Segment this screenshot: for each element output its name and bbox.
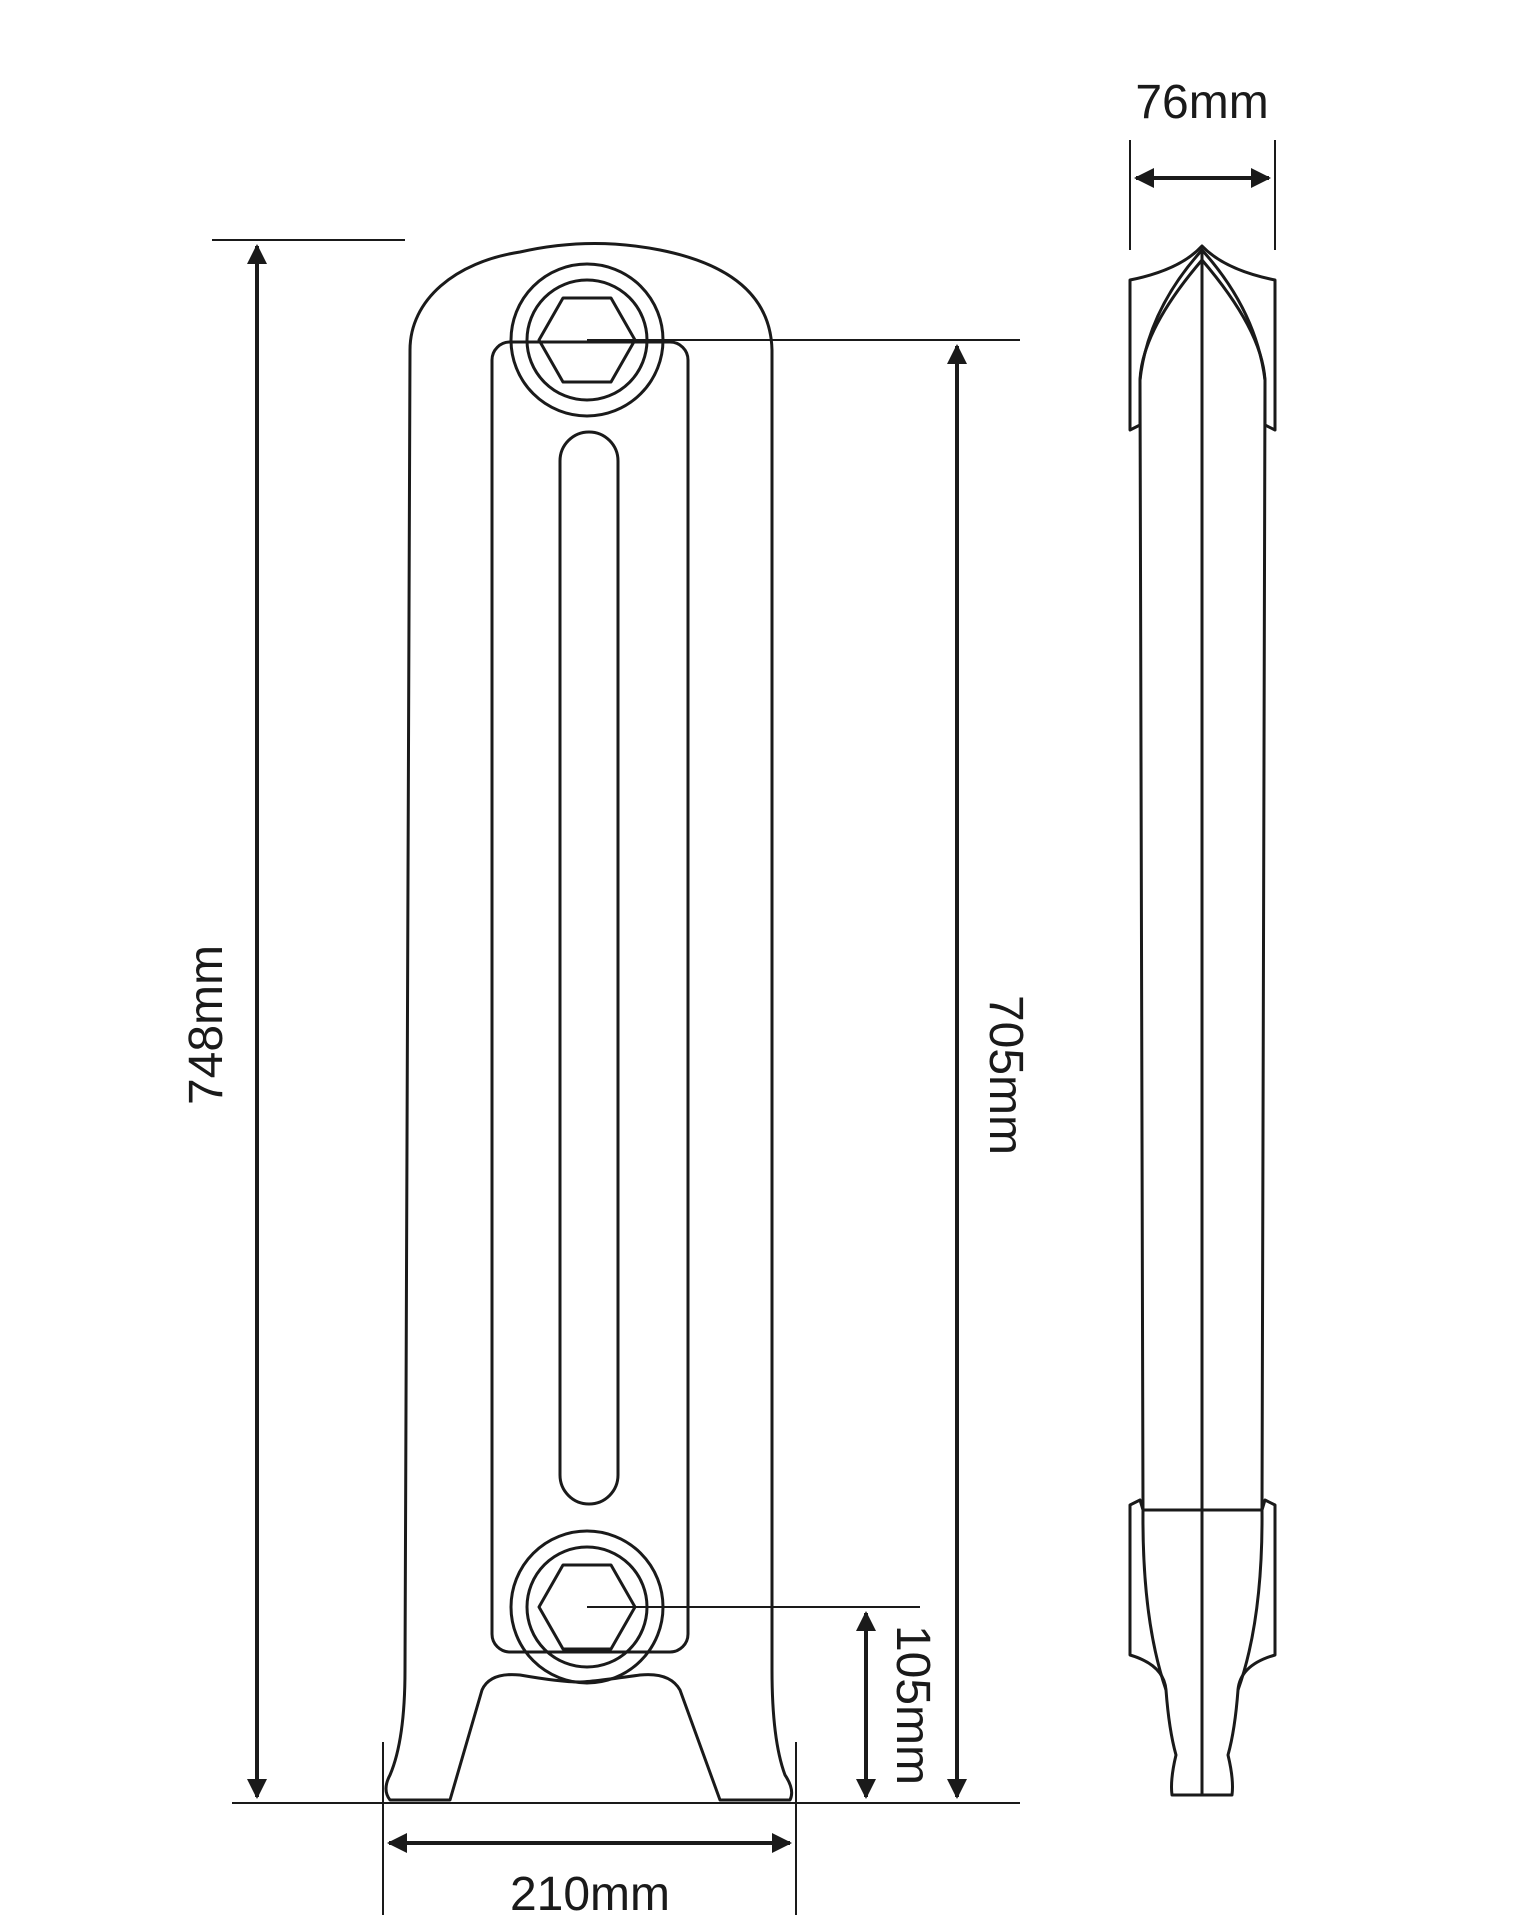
- side-bottom-hub: [1128, 1498, 1277, 1797]
- side-bottom-inner-curve: [1141, 1509, 1264, 1691]
- front-inner-panel: [490, 340, 690, 1654]
- front-center-slot: [558, 430, 620, 1506]
- top-hex-nut: [537, 296, 637, 384]
- width-label: 210mm: [510, 1868, 670, 1921]
- front-outer-outline: [384, 242, 794, 1802]
- bottom-hex-nut: [537, 1563, 637, 1651]
- side-main-spine: [1138, 248, 1267, 1512]
- dimension-lines: [212, 140, 1276, 1915]
- radiator-front-view: [384, 242, 794, 1802]
- pipe-centres-label: 705mm: [979, 995, 1032, 1155]
- depth-label: 76mm: [1135, 76, 1268, 129]
- radiator-side-view: [1128, 244, 1277, 1797]
- lower-pipe-height-label: 105mm: [886, 1625, 939, 1785]
- overall-height-label: 748mm: [180, 945, 233, 1105]
